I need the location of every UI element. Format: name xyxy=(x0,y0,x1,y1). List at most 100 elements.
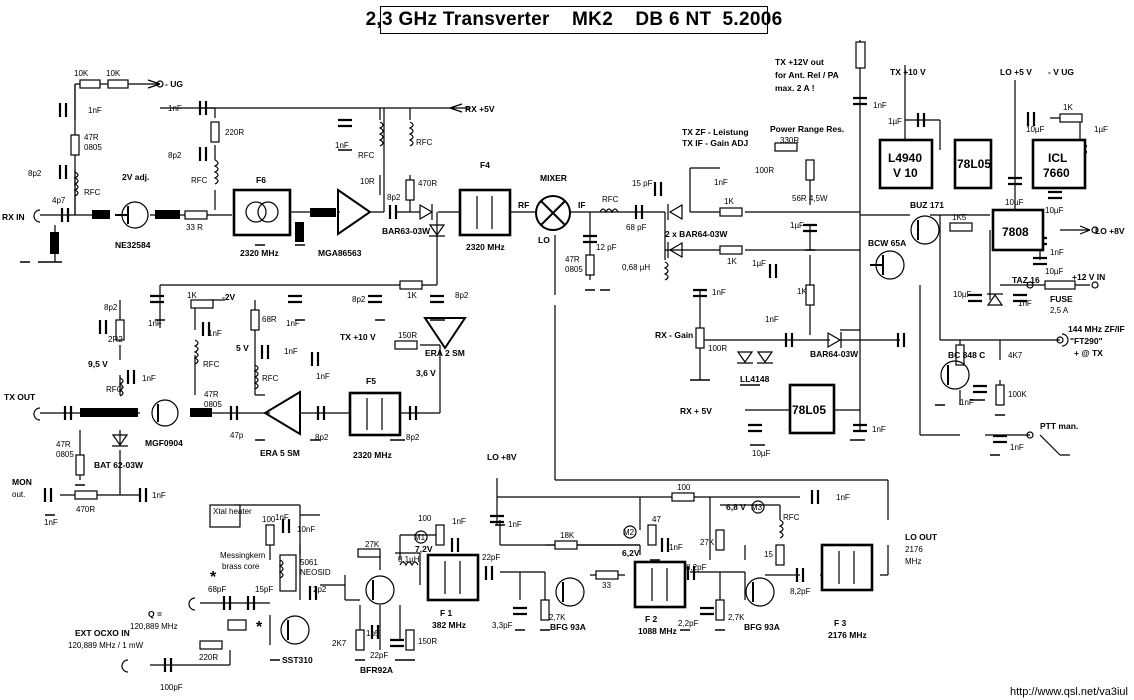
ic-icl7660 xyxy=(1031,138,1087,190)
value-label-c1nf-o: 1nF xyxy=(284,347,298,356)
value-label-c1nf-t: 1nF xyxy=(152,491,166,500)
value-label-r0805d: 0805 xyxy=(56,450,74,459)
value-label-r470r2: 470R xyxy=(76,505,95,514)
note-txif: TX IF - Gain ADJ xyxy=(682,138,749,148)
note-max: max. 2 A ! xyxy=(775,83,815,93)
label-ug: - UG xyxy=(165,79,183,89)
ic-label-78l05b: 78L05 xyxy=(792,403,826,417)
value-label-c10uf5: 10µF xyxy=(953,290,972,299)
resistor-33 xyxy=(595,570,619,580)
value-label-rfc8: RFC xyxy=(106,385,123,394)
svg-text:*: * xyxy=(256,619,263,636)
value-label-c1nf-m: 1nF xyxy=(148,319,162,328)
resistor-100-c xyxy=(671,492,695,502)
value-label-r27k: 27K xyxy=(365,540,380,549)
value-label-c15pf2: 15pF xyxy=(255,585,273,594)
note-tx12v: TX +12V out xyxy=(775,57,824,67)
part-bfg93a-1: BFG 93A xyxy=(550,622,586,632)
value-label-r470r: 470R xyxy=(418,179,437,188)
value-label-c1nf-w: 1nF xyxy=(669,543,683,552)
value-label-c68pf2: 68pF xyxy=(208,585,226,594)
value-label-c22pf3: 22pF xyxy=(370,651,388,660)
label-72v: 7,2V xyxy=(415,544,433,554)
note-qfreq: 120,889 MHz xyxy=(130,622,178,631)
resistor-330r xyxy=(774,142,798,152)
value-label-r47r3: 47R xyxy=(204,390,219,399)
resistor-100r-pot xyxy=(695,327,705,349)
note-ptt: PTT man. xyxy=(1040,421,1078,431)
label-lo5v: LO +5 V xyxy=(1000,67,1032,77)
label-mixer: MIXER xyxy=(540,173,567,183)
note-144: 144 MHz ZF/IF xyxy=(1068,324,1125,334)
value-label-c82pf2: 8,2pF xyxy=(790,587,811,596)
measure-point-m2 xyxy=(623,525,637,539)
label-lo-out: LO OUT xyxy=(905,532,938,542)
value-label-r2k7: 2K7 xyxy=(332,639,347,648)
value-label-c8p2b: 8p2 xyxy=(168,151,182,160)
diodes xyxy=(111,203,1004,447)
value-label-r100b: 100 xyxy=(418,514,432,523)
value-label-c47p: 47p xyxy=(230,431,244,440)
connector-ocxo xyxy=(121,659,129,673)
resistor-27k-b xyxy=(715,529,725,551)
ic-label-l4940: L4940 xyxy=(888,151,922,165)
label-rx-in: RX IN xyxy=(2,212,25,222)
value-label-r100rb: 100R xyxy=(708,344,727,353)
value-label-c1uf4: 1µF xyxy=(1094,125,1108,134)
crystal xyxy=(227,619,247,631)
value-label-r10k2: 10K xyxy=(106,69,121,78)
value-label-r1k5: 1K5 xyxy=(952,213,967,222)
label-lo8v: LO +8V xyxy=(1095,226,1125,236)
resistor-1k-e xyxy=(399,280,423,290)
value-label-c10uf4: 10µF xyxy=(1045,267,1064,276)
value-label-c1nf-u: 1nF xyxy=(452,517,466,526)
wires xyxy=(40,40,1091,666)
value-label-r47r4: 47R xyxy=(56,440,71,449)
value-label-c8p2: 8p2 xyxy=(28,169,42,178)
part-bar63: BAR63-03W xyxy=(382,226,431,236)
part-bar64x2: 2 x BAR64-03W xyxy=(665,229,728,239)
resistor-2k7-c xyxy=(355,629,365,651)
amp-era2sm xyxy=(423,317,467,350)
filter-f6 xyxy=(232,188,292,237)
value-label-c15pf: 15 pF xyxy=(632,179,653,188)
value-label-rfc7: RFC xyxy=(262,374,279,383)
label-62v: 6,2V xyxy=(622,548,640,558)
value-label-c33pf: 3,3pF xyxy=(492,621,513,630)
part-sst310: SST310 xyxy=(282,655,313,665)
value-label-rfc1: RFC xyxy=(84,188,101,197)
value-label-c10uf2: 10µF xyxy=(1026,125,1045,134)
xtal-heater-box xyxy=(209,504,241,528)
label-tx10v: TX +10 V xyxy=(890,67,926,77)
fuse-2a xyxy=(855,41,866,69)
value-label-c1nf-v: 1nF xyxy=(508,520,522,529)
striplines xyxy=(50,208,336,417)
value-label-r1k7: 1K xyxy=(187,291,197,300)
resistor-2r2 xyxy=(115,319,125,341)
label-lo8v-2: LO +8V xyxy=(487,452,517,462)
value-label-r27k2: 27K xyxy=(700,538,715,547)
value-label-c1uf: 1µF xyxy=(790,221,804,230)
transistor-buz171 xyxy=(910,215,940,245)
value-label-c1nf-i: 1nF xyxy=(1018,299,1032,308)
note-attx: + @ TX xyxy=(1074,348,1103,358)
part-bfg93a-2: BFG 93A xyxy=(744,622,780,632)
asterisk-marks: * * xyxy=(210,569,263,636)
filter-f3 xyxy=(820,543,874,592)
label-rx5v: RX +5V xyxy=(465,104,495,114)
note-ft290: "FT290" xyxy=(1070,336,1103,346)
value-label-rfc4: RFC xyxy=(416,138,433,147)
value-label-r330: 330R xyxy=(780,136,799,145)
resistors xyxy=(70,79,1083,651)
value-label-c1nf-k: 1nF xyxy=(1010,443,1024,452)
labels: RX IN TX OUT MON out. - UG RX +5V RX + 5… xyxy=(2,57,1125,692)
value-label-rfc5: RFC xyxy=(602,195,619,204)
label-tx10v-2: TX +10 V xyxy=(340,332,376,342)
value-label-r10r: 10R xyxy=(360,177,375,186)
filters xyxy=(232,188,874,609)
measure-point-m1 xyxy=(414,530,428,544)
resistor-10k-a xyxy=(79,79,101,89)
part-neosid-2: NEOSID xyxy=(300,568,331,577)
ic-78l05-a xyxy=(953,138,993,190)
part-f2freq: 1088 MHz xyxy=(638,626,677,636)
